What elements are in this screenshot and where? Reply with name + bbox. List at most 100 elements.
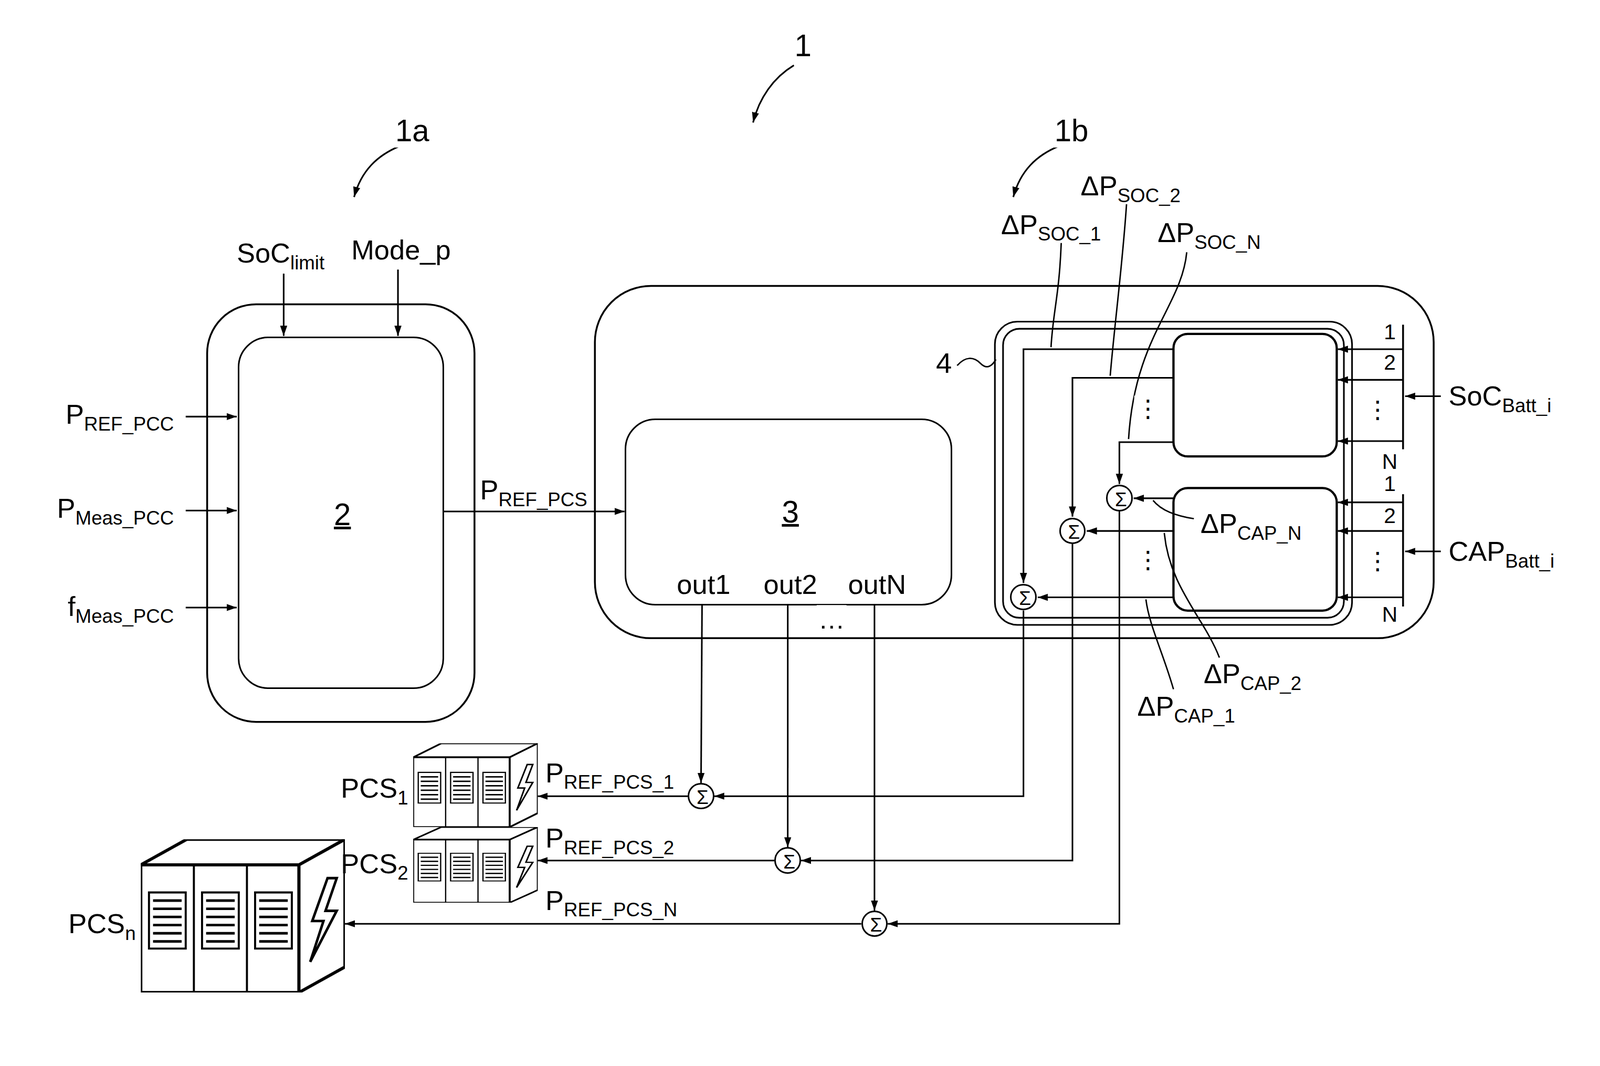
bus-index: 1 xyxy=(1382,471,1398,496)
leader-line xyxy=(1128,251,1187,439)
sum-symbol: Σ xyxy=(783,850,796,873)
signal-name: PREF_PCC xyxy=(64,398,176,430)
signal-name: Mode_p xyxy=(349,234,453,266)
leader-line xyxy=(1050,243,1061,347)
main-text: ΔP xyxy=(1203,657,1241,689)
subscript: Meas_PCC xyxy=(75,605,175,627)
callout-arrow xyxy=(354,145,400,197)
main-text: P xyxy=(545,822,564,854)
subscript: CAP_N xyxy=(1237,522,1302,544)
bus-index: N xyxy=(1380,449,1399,473)
subscript: REF_PCS_1 xyxy=(563,771,675,793)
subscript: Batt_i xyxy=(1501,394,1552,417)
summing-junction: Σ xyxy=(687,782,715,810)
input-arrow xyxy=(1405,550,1441,552)
summing-junction: Σ xyxy=(774,846,802,874)
distribution-block: 3out1out2outN xyxy=(624,418,953,606)
leader-line xyxy=(956,204,1220,690)
correction-wire xyxy=(1133,497,1174,499)
main-text: PCS xyxy=(340,847,398,879)
input-arrow xyxy=(185,509,237,512)
balancing-unit xyxy=(994,321,1352,626)
sum-symbol: Σ xyxy=(1018,587,1031,610)
connector xyxy=(344,922,862,925)
subscript: SOC_1 xyxy=(1037,223,1101,246)
input-arrow xyxy=(1337,596,1403,598)
main-text: CAP xyxy=(1448,535,1505,567)
summing-junction: Σ xyxy=(1106,484,1133,512)
subscript: CAP_2 xyxy=(1240,672,1302,694)
ellipsis: ⋮ xyxy=(1363,547,1392,575)
unit-label: PCS1 xyxy=(340,772,408,804)
unit-label: PCS2 xyxy=(340,848,408,879)
pcs-icon xyxy=(413,826,538,903)
reference-numeral: 2 xyxy=(333,497,351,532)
input-arrow xyxy=(1337,439,1403,442)
sum-symbol: Σ xyxy=(696,786,709,809)
balancing-unit xyxy=(1173,487,1337,610)
correction-wire xyxy=(1072,377,1174,517)
callout-arrow xyxy=(354,65,1060,197)
connector xyxy=(537,795,688,797)
bus-line xyxy=(1402,493,1404,607)
leader-line xyxy=(1145,598,1174,689)
bus-index: N xyxy=(1380,602,1399,627)
unit-label: PCSn xyxy=(68,908,136,939)
main-text: ΔP xyxy=(1001,208,1038,240)
connector xyxy=(786,605,789,848)
leader-line xyxy=(1153,500,1195,519)
leader-line xyxy=(1164,532,1220,658)
control-block: 2 xyxy=(237,336,445,689)
reference-numeral: 3 xyxy=(781,495,799,529)
main-text: P xyxy=(65,398,84,430)
subscript: SOC_N xyxy=(1194,231,1261,254)
subscript: SOC_2 xyxy=(1117,184,1181,207)
main-text: P xyxy=(479,474,499,505)
input-arrow xyxy=(1337,501,1403,503)
leader-line xyxy=(956,358,996,367)
power-conversion-system: PCSn xyxy=(140,838,345,993)
bus-line xyxy=(1402,324,1404,449)
bus-index: 2 xyxy=(1382,350,1398,375)
connector xyxy=(714,609,1024,796)
ellipsis: ⋮ xyxy=(1134,546,1163,574)
pcs-icon xyxy=(140,743,538,993)
subscript: REF_PCS_2 xyxy=(563,836,675,859)
pcs-icon xyxy=(413,743,538,827)
sum-symbol: Σ xyxy=(869,914,882,936)
main-text: P xyxy=(545,884,564,916)
subscript: REF_PCC xyxy=(83,413,174,435)
main-text: SoC xyxy=(1448,380,1502,412)
signal-name: SoCBatt_i xyxy=(1446,380,1553,412)
connector xyxy=(444,510,625,512)
connector xyxy=(873,605,876,911)
input-arrow xyxy=(1405,395,1441,397)
power-conversion-system: PCS2 xyxy=(413,826,538,903)
correction-wire xyxy=(1023,349,1174,598)
main-text: SoC xyxy=(236,237,291,269)
ellipsis: ⋮ xyxy=(1363,396,1392,424)
signal-name: PREF_PCS xyxy=(478,474,589,505)
input-arrow xyxy=(282,273,285,336)
main-text: ΔP xyxy=(1137,690,1175,722)
callout-number: 1b xyxy=(1053,113,1091,148)
subscript: 1 xyxy=(397,786,408,809)
signal-name: ΔPCAP_2 xyxy=(1202,658,1303,689)
subscript: REF_PCS_N xyxy=(563,898,678,921)
balancing-unit xyxy=(994,321,1352,626)
leader-line xyxy=(1110,204,1127,376)
input-arrow xyxy=(1337,348,1403,350)
controller-housing xyxy=(594,285,1434,638)
input-arrow xyxy=(185,606,237,608)
output-port: outN xyxy=(847,569,907,600)
callout-number: 4 xyxy=(934,347,954,380)
signal-name: fMeas_PCC xyxy=(66,591,176,622)
signal-name: ΔPCAP_N xyxy=(1198,508,1304,539)
callout-arrow xyxy=(1013,145,1059,197)
balancing-unit xyxy=(1173,333,1337,457)
input-arrow xyxy=(397,269,399,336)
callout-number: 1a xyxy=(393,113,431,148)
main-text: P xyxy=(57,492,76,524)
